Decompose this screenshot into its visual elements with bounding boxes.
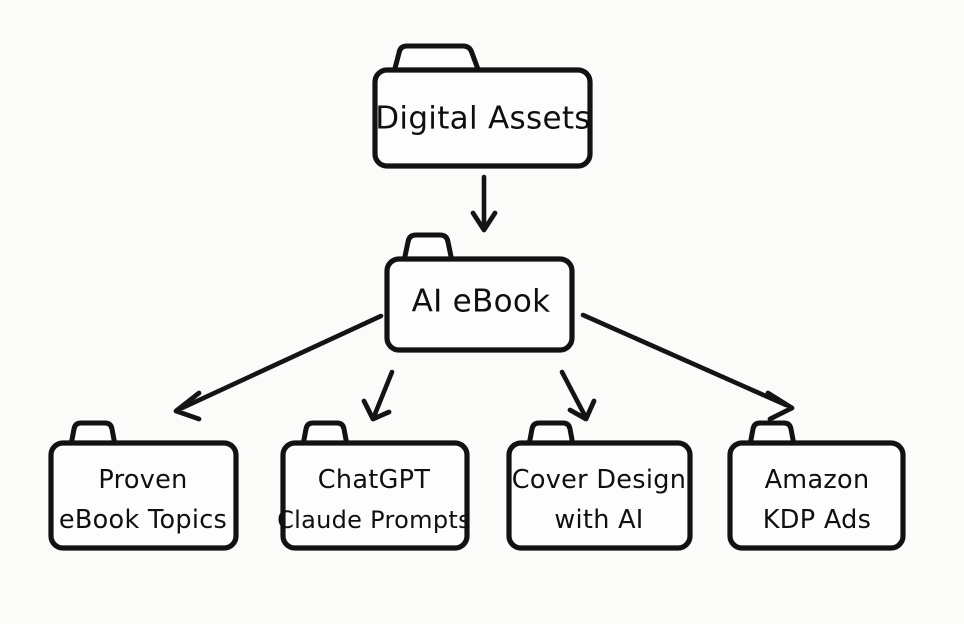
folder-tab-icon: [747, 420, 797, 448]
folder-label-line1: Proven: [98, 465, 187, 495]
folder-body: [384, 256, 575, 353]
arrow-head-icon: [567, 398, 597, 422]
folder-digital-assets[interactable]: Digital Assets: [372, 43, 593, 169]
arrow-head-icon: [765, 390, 795, 422]
folder-label-line1: Cover Design: [512, 465, 686, 495]
arrow-shaft: [580, 312, 789, 408]
arrow-ebook-to-cover: [559, 369, 597, 422]
arrow-head-icon: [361, 398, 392, 422]
arrow-ebook-to-kdp: [580, 312, 795, 422]
folder-label-line1: ChatGPT: [318, 465, 431, 495]
folder-tab-icon: [300, 420, 350, 448]
folder-label-line2: Claude Prompts: [277, 506, 471, 534]
folder-cover-design-with-ai[interactable]: Cover Design with AI: [506, 420, 693, 551]
folder-tab-icon: [401, 232, 455, 264]
folder-label-digital-assets: Digital Assets: [375, 101, 590, 137]
folder-label-ai-ebook: AI eBook: [412, 284, 551, 320]
folder-label-line1: Amazon: [765, 465, 870, 495]
arrow-shaft: [179, 313, 384, 411]
arrow-ebook-to-topics: [173, 313, 384, 422]
folder-proven-ebook-topics[interactable]: Proven eBook Topics: [48, 420, 239, 551]
folder-amazon-kdp-ads[interactable]: Amazon KDP Ads: [727, 420, 906, 551]
folder-label-line2: KDP Ads: [763, 505, 871, 535]
folder-tab-icon: [391, 43, 482, 75]
folder-body: [280, 440, 470, 551]
folder-body: [506, 440, 693, 551]
folder-ai-ebook[interactable]: AI eBook: [384, 232, 575, 353]
folder-chatgpt-claude-prompts[interactable]: ChatGPT Claude Prompts: [277, 420, 471, 551]
folder-tab-icon: [68, 420, 118, 448]
arrow-root-to-ebook: [470, 174, 498, 233]
folder-body: [48, 440, 239, 551]
arrow-shaft: [372, 369, 395, 417]
folder-label-line2: with AI: [554, 505, 643, 535]
folder-tab-icon: [526, 420, 576, 448]
arrow-shaft: [559, 369, 587, 417]
arrow-ebook-to-prompts: [361, 369, 395, 422]
folder-body: [372, 67, 593, 169]
folder-body: [727, 440, 906, 551]
arrow-head-icon: [470, 210, 498, 233]
arrow-head-icon: [173, 390, 202, 422]
folder-label-line2: eBook Topics: [59, 505, 227, 535]
